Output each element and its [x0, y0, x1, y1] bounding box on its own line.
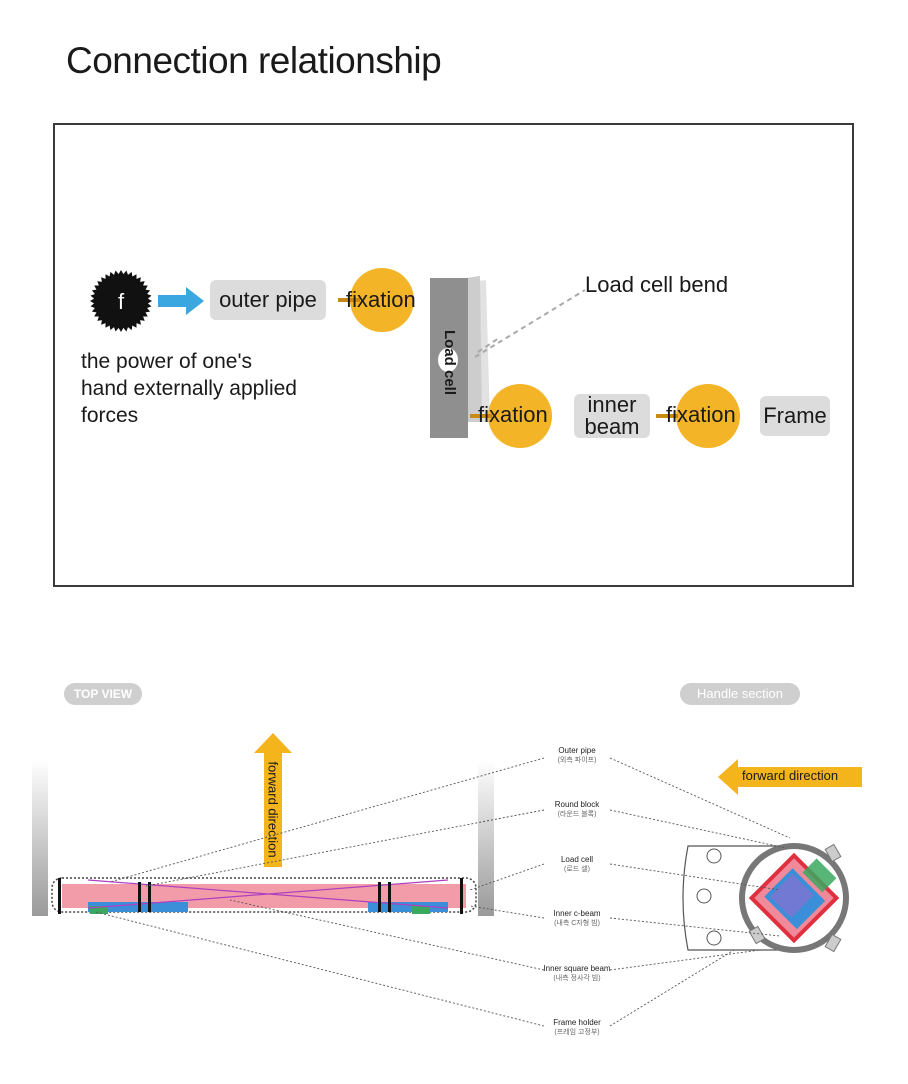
part-label-ko: (라운드 블록) [557, 811, 597, 818]
inner-beam-line1: inner [587, 392, 637, 417]
frame-box: Frame [760, 396, 830, 436]
part-label-ko: (로드 셀) [564, 866, 590, 873]
part-label-frame-holder: Frame holder (프레임 고정부) [507, 1018, 647, 1038]
part-label-en: Load cell [560, 855, 594, 864]
outer-pipe-box: outer pipe [210, 280, 326, 320]
hand-text-line: the power of one's [81, 350, 252, 373]
load-cell-bar [430, 276, 498, 438]
fixation-link [338, 298, 360, 302]
part-label-en: Outer pipe [558, 746, 596, 755]
hand-text-line: hand externally applied [81, 377, 297, 400]
part-label-en: Inner c-beam [553, 909, 601, 918]
fixation-circle [350, 268, 414, 332]
top-view-drawing [32, 760, 494, 916]
part-label-en: Inner square beam [543, 964, 611, 973]
page-title: Connection relationship [66, 40, 442, 81]
forward-direction-horizontal-label: forward direction [742, 768, 839, 783]
load-cell-label: Load cell [441, 329, 459, 395]
part-label-ko: (프레임 고정부) [554, 1029, 600, 1036]
handle-section-badge: Handle section [680, 683, 800, 705]
fixation-label: fixation [478, 402, 548, 427]
connection-diagram-panel [53, 123, 854, 587]
hand-text-line: forces [81, 404, 139, 427]
force-icon: f [90, 270, 152, 332]
part-label-en: Round block [554, 800, 600, 809]
load-cell-bend-label: Load cell bend [585, 272, 729, 297]
hand-force-text: the power of one's hand externally appli… [81, 348, 297, 429]
fixation-circle [676, 384, 740, 448]
leader-lines [95, 757, 791, 1027]
fixation-link [470, 414, 492, 418]
part-label-inner-c-beam: Inner c-beam (내측 C자형 빔) [507, 909, 647, 929]
top-view-badge: TOP VIEW [64, 683, 142, 705]
force-symbol: f [118, 289, 125, 314]
part-label-inner-square-beam: Inner square beam (내측 정사각 빔) [507, 964, 647, 984]
part-label-ko: (내측 C자형 빔) [554, 920, 600, 927]
fixation-label: fixation [346, 287, 416, 312]
bend-leader-line [474, 289, 586, 358]
part-label-ko: (내측 정사각 빔) [553, 975, 601, 982]
inner-beam-box: inner beam [574, 394, 650, 438]
fixation-label: fixation [666, 402, 736, 427]
part-label-round-block: Round block (라운드 블록) [507, 800, 647, 820]
handle-section-drawing [682, 843, 849, 953]
fixation-circle [488, 384, 552, 448]
part-label-en: Frame holder [553, 1018, 601, 1027]
part-label-outer-pipe: Outer pipe (외측 파이프) [507, 746, 647, 766]
part-label-ko: (외측 파이프) [557, 757, 597, 764]
arrow-up-icon [254, 733, 292, 867]
fixation-link [656, 414, 678, 418]
arrow-left-icon [718, 759, 862, 795]
part-label-load-cell: Load cell (로드 셀) [507, 855, 647, 875]
arrow-right-icon [158, 287, 204, 315]
inner-beam-line2: beam [584, 414, 640, 439]
